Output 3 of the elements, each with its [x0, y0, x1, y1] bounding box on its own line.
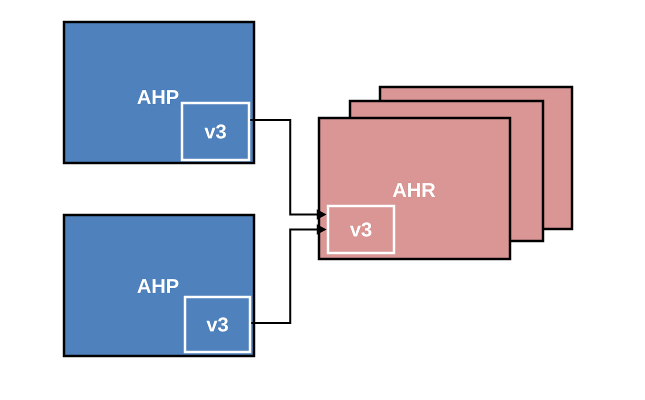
version-box: v3 — [184, 296, 252, 354]
version-box: v3 — [180, 102, 250, 162]
version-box: v3 — [326, 204, 396, 254]
